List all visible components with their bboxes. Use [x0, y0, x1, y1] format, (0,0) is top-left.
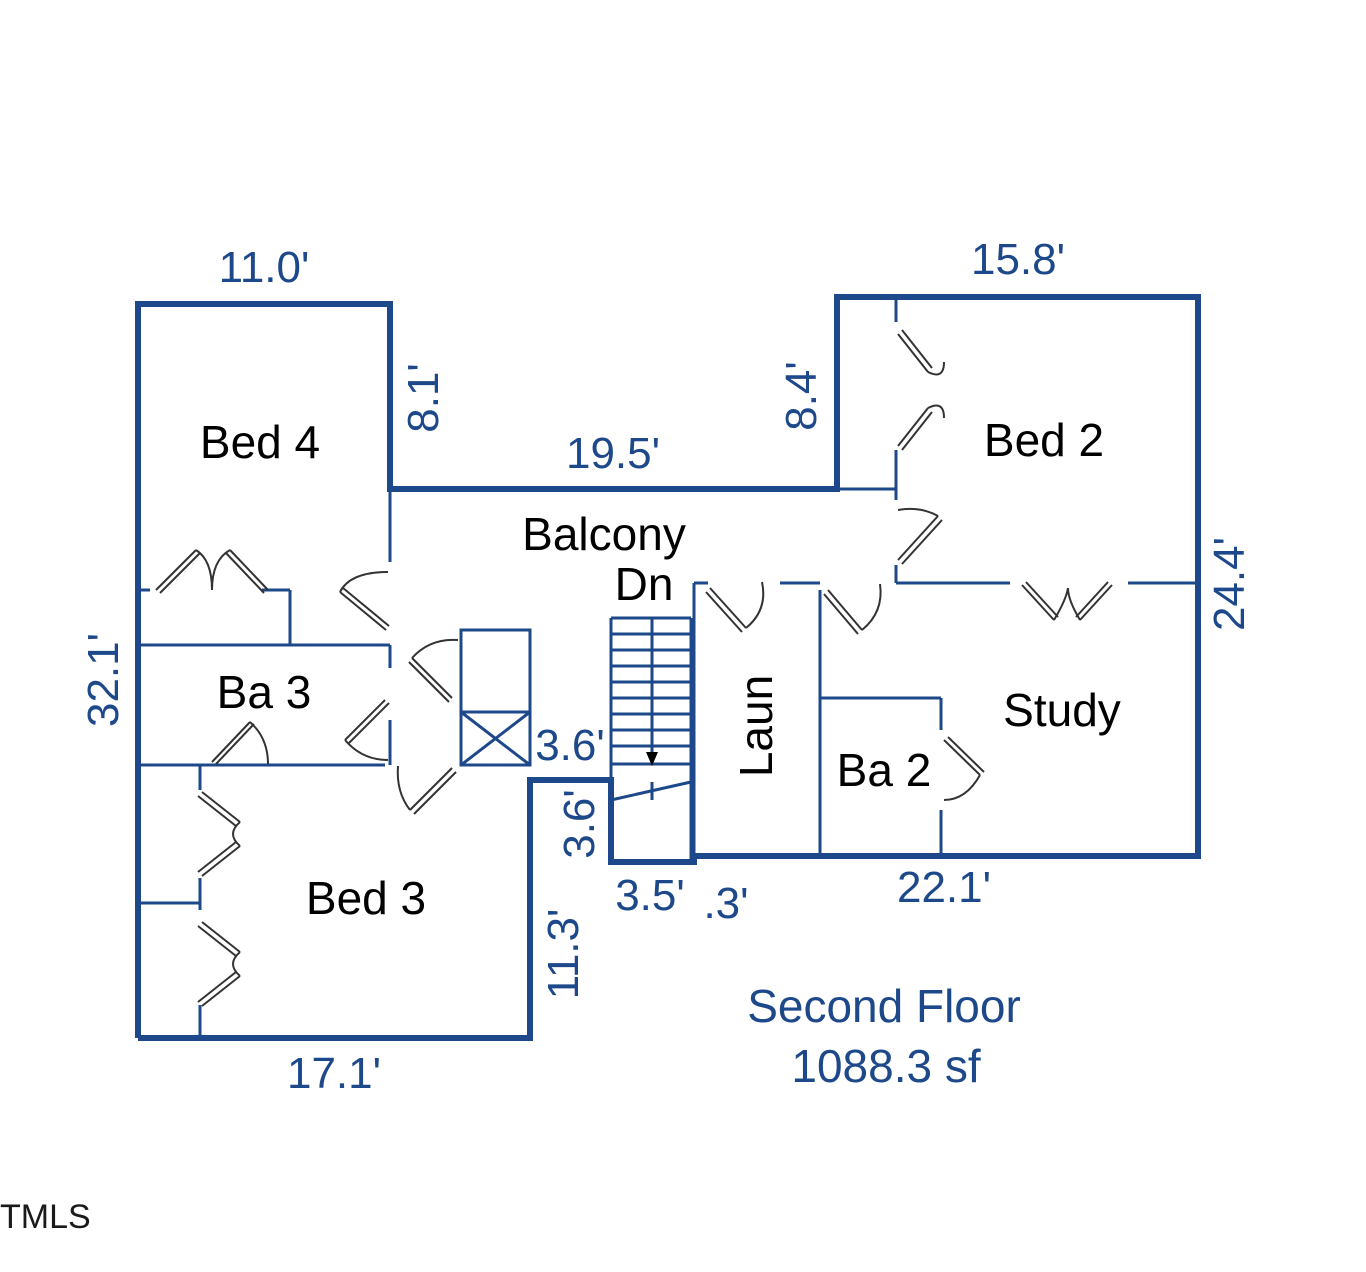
door-bed3-entry — [396, 765, 457, 815]
dim-top-left: 11.0' — [219, 243, 310, 292]
door-laun — [705, 581, 765, 633]
room-label-bed4: Bed 4 — [200, 416, 320, 468]
room-label-stairs-down: Dn — [615, 558, 674, 610]
dim-bottom-left: 17.1' — [287, 1049, 381, 1098]
mls-watermark: TMLS — [0, 1198, 91, 1236]
dim-right-notch: 8.4' — [777, 361, 826, 431]
door-bed2-entry — [897, 507, 943, 565]
door-ba3-hall — [344, 699, 390, 761]
dim-bottom-right: 22.1' — [897, 863, 991, 912]
room-label-laun: Laun — [730, 675, 782, 777]
room-label-balcony: Balcony — [522, 508, 686, 560]
room-label-bed3: Bed 3 — [306, 872, 426, 924]
plan-caption: Second Floor 1088.3 sf — [747, 980, 1021, 1092]
dim-bed3-height: 11.3' — [539, 909, 588, 1000]
room-label-ba2: Ba 2 — [837, 744, 932, 796]
door-bed3-closet-upper — [197, 791, 241, 877]
stairs — [609, 616, 693, 862]
room-label-study: Study — [1003, 684, 1121, 736]
interior-walls — [138, 297, 1198, 1038]
caption-title: Second Floor — [747, 980, 1021, 1032]
doors — [155, 329, 1113, 1007]
dim-stair-step-h: 3.6' — [535, 721, 605, 770]
caption-area: 1088.3 sf — [791, 1040, 980, 1092]
door-ba2 — [943, 736, 985, 801]
exterior-wall-outline — [135, 294, 1201, 1041]
door-bed4-closet — [155, 549, 269, 594]
dim-right-height: 24.4' — [1205, 537, 1254, 631]
door-bed3-closet-lower — [197, 921, 241, 1007]
dim-stair-bottom: 3.5' — [615, 871, 685, 920]
exterior-walls — [135, 294, 1201, 1041]
stairs-direction-arrow — [646, 752, 658, 766]
dim-left-notch: 8.1' — [399, 363, 448, 433]
dimension-labels: 11.0' 15.8' 8.1' 8.4' 19.5' 32.1' 24.4' … — [79, 235, 1254, 1098]
dim-stair-step-v: 3.6' — [555, 789, 604, 859]
dim-small-offset: .3' — [703, 879, 748, 928]
door-study-closet — [1021, 581, 1113, 621]
door-study-entry — [823, 583, 882, 635]
door-linen — [408, 638, 459, 703]
door-bed2-closet — [897, 329, 945, 451]
room-labels: Bed 4 Bed 2 Balcony Dn Ba 3 Laun Study B… — [200, 414, 1121, 924]
room-label-ba3: Ba 3 — [217, 666, 312, 718]
door-bed4-entry — [339, 571, 390, 631]
dim-left-height: 32.1' — [79, 633, 128, 727]
dim-balcony-width: 19.5' — [566, 429, 660, 478]
door-ba3-bed3 — [211, 721, 269, 765]
dim-top-right: 15.8' — [971, 235, 1065, 284]
room-label-bed2: Bed 2 — [984, 414, 1104, 466]
